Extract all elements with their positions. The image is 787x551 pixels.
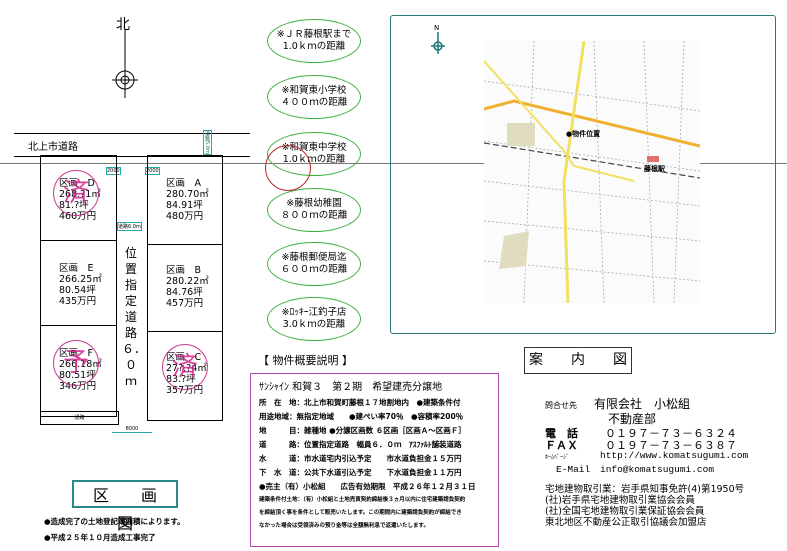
- license-line: (社)岩手県宅地建物取引業協会会員: [545, 495, 695, 506]
- lot-tsubo: 80.54坪: [59, 285, 96, 296]
- sold-stamp: 済: [162, 344, 208, 390]
- detail-row: 道 路：位置指定道路 幅員６．０ｍ ｱｽﾌｧﾙﾄ舗装道路: [259, 440, 462, 449]
- lot-price: 480万円: [166, 211, 204, 222]
- note: ●造成完了の土地登記簿面積によります。: [44, 517, 185, 526]
- web-label: ﾎｰﾑﾍﾟｰｼﾞ: [545, 454, 570, 461]
- lot-price: 457万円: [166, 298, 204, 309]
- tel-label: 電 話: [545, 429, 578, 441]
- sold-stamp: 済: [53, 170, 99, 216]
- dim-road: 道路5.0m: [203, 130, 212, 155]
- city-road: [14, 133, 250, 157]
- reserved-stamp: 予: [53, 340, 99, 386]
- dim-bottom: 8000: [112, 426, 152, 433]
- tel-number[interactable]: ０１９７－７３－６３２４: [605, 429, 737, 441]
- mail-label: E-Mail: [556, 464, 591, 475]
- lot-label: 区画 E: [59, 263, 94, 274]
- map-north-label: N: [434, 24, 440, 32]
- license-line: 宅地建物取引業：岩手県知事免許(4)第1950号: [545, 484, 745, 495]
- lot-label: 区画 A: [166, 178, 201, 189]
- dim-label: 道路6.0m: [117, 222, 142, 231]
- area-map[interactable]: ●物件位置 藤根駅: [484, 41, 700, 303]
- detail-row: 下 水 道：公共下水道引込予定 下水道負担金１１万円: [259, 468, 462, 477]
- fine-print: を締結頂く事を条件として販売いたします。この期間内に建築請負契約が締結でき: [259, 510, 462, 516]
- summary-box: ｻﾝｼｬｲﾝ 和賀３ 第２期 希望建売分譲地 所 在 地：北上市和賀町藤根１７地…: [250, 373, 499, 547]
- fax-label: ＦＡＸ: [545, 441, 578, 453]
- path: 通路: [40, 411, 119, 425]
- guide-line: [0, 163, 787, 164]
- lot-price: 435万円: [59, 296, 97, 307]
- fine-print: なかった場合は受領済みの預り金等は全額無利息で返還いたします。: [259, 523, 429, 529]
- detail-row: 水 道：市水道宅内引込予定 市水道負担金１５万円: [259, 454, 462, 463]
- lot-area: 280.22㎡: [166, 276, 209, 287]
- contact-label: 問合せ先: [545, 401, 577, 410]
- license-info: 宅地建物取引業：岩手県知事免許(4)第1950号 (社)岩手県宅地建物取引業協会…: [545, 484, 744, 528]
- north-label: 北: [116, 17, 130, 33]
- detail-row: 所 在 地：北上市和賀町藤根１７地割地内 ●建築条件付: [259, 398, 461, 407]
- lot-price: 346万円: [59, 381, 97, 392]
- map-title: 案 内 図: [524, 347, 632, 374]
- compass-icon: [112, 30, 138, 98]
- fax-number: ０１９７－７３－６３８７: [605, 441, 737, 453]
- mail-link[interactable]: info@komatsugumi.com: [600, 464, 715, 475]
- lot-price: 357万円: [166, 385, 204, 396]
- detail-row: ●売主（有）小松組 広告有効期限 平成２６年１２月３１日: [259, 482, 476, 491]
- detail-row: 地 目：雑種地 ●分譲区画数 ６区画［区画Ａ～区画Ｆ］: [259, 426, 466, 435]
- property-name: ｻﾝｼｬｲﾝ 和賀３ 第２期 希望建売分譲地: [259, 382, 443, 393]
- web-link[interactable]: http://www.komatsugumi.com: [600, 450, 749, 461]
- summary-heading: 【 物件概要説明 】: [258, 354, 353, 367]
- lot-tsubo: 84.91坪: [166, 200, 203, 211]
- site-plan-title: 区 画 図: [72, 480, 189, 533]
- fine-print: 建築条件付土地：（有）小松組と土地売買契約締結後３ヵ月以内に住宅建築請負契約: [259, 497, 466, 503]
- highlight-circle: [265, 145, 311, 191]
- license-line: 東北地区不動産公正取引協議会加盟店: [545, 517, 707, 528]
- lot-label: 区画 B: [166, 265, 202, 276]
- dim-label: 2000: [106, 167, 121, 175]
- department: 不動産部: [608, 412, 657, 426]
- license-line: (社)全国宅地建物取引業保証協会会員: [545, 506, 705, 517]
- station-label: 藤根駅: [643, 164, 666, 173]
- road-label: 北上市道路: [28, 142, 78, 153]
- lot-price: 460万円: [59, 211, 97, 222]
- detail-row: 用途地域：無指定地域 ●建ぺい率70％ ●容積率200％: [259, 412, 464, 421]
- side-road-label: 位置指定道路 ６．０ｍ: [122, 246, 147, 388]
- map-compass-icon: [431, 32, 445, 54]
- dim-label: 2000: [145, 167, 160, 175]
- lot-area: 280.70㎡: [166, 189, 209, 200]
- company-name: 有限会社 小松組: [594, 397, 691, 411]
- property-marker: ●物件位置: [566, 129, 600, 138]
- lot-tsubo: 84.76坪: [166, 287, 203, 298]
- note: ●平成２５年１０月造成工事完了: [44, 533, 156, 542]
- lot-area: 266.25㎡: [59, 274, 102, 285]
- map-frame: [390, 15, 776, 334]
